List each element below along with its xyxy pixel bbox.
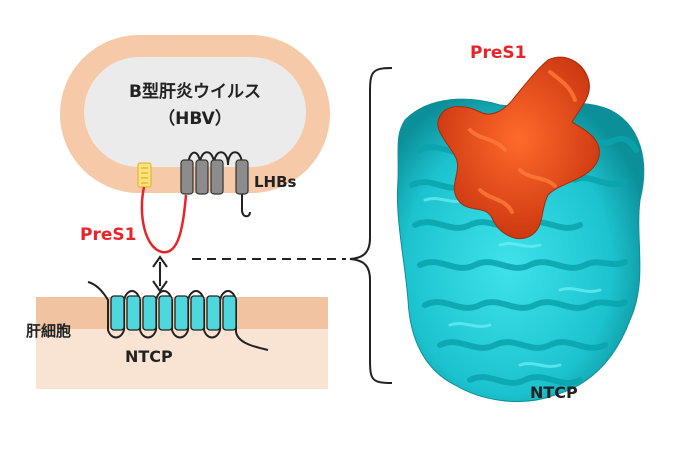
ntcp-helix-2 [126,295,141,331]
cytoplasm [36,329,328,389]
lhbs-label: LHBs [254,173,297,191]
virus-core [84,57,306,167]
presl-chain [140,186,188,254]
ntcp-helix-8 [222,295,237,331]
presl-label-left: PreS1 [80,225,136,245]
ntcp-helix-5 [174,295,189,331]
binding-arrow [152,255,168,293]
lhbs-protein: LHBs [180,151,297,218]
ntcp-label-structure: NTCP [530,383,578,402]
hepatocyte-label: 肝細胞 [26,322,71,340]
myristoyl-anchor [137,162,152,188]
virus-subtitle: （HBV） [158,108,232,129]
curly-brace [349,67,393,384]
presl-structure: PreS1 [437,43,600,240]
ntcp-label-left: NTCP [125,347,173,366]
ntcp-helix-7 [206,295,221,331]
virus-title: B型肝炎ウイルス [129,81,261,102]
ntcp-helix-3 [142,295,157,331]
lhbs-helix-2 [195,159,209,195]
ntcp-helix-6 [190,295,205,331]
ntcp-helix-4 [158,295,173,331]
ntcp-helix-1 [110,295,125,331]
presl-label-structure: PreS1 [470,43,526,63]
hbv-virus: B型肝炎ウイルス （HBV） [60,35,330,193]
lhbs-helix-3 [210,159,224,195]
ntcp-receptor: NTCP [87,281,269,366]
lhbs-helix-1 [180,159,194,195]
hepatocyte: 肝細胞 [26,297,328,389]
lhbs-helix-4 [235,159,249,195]
